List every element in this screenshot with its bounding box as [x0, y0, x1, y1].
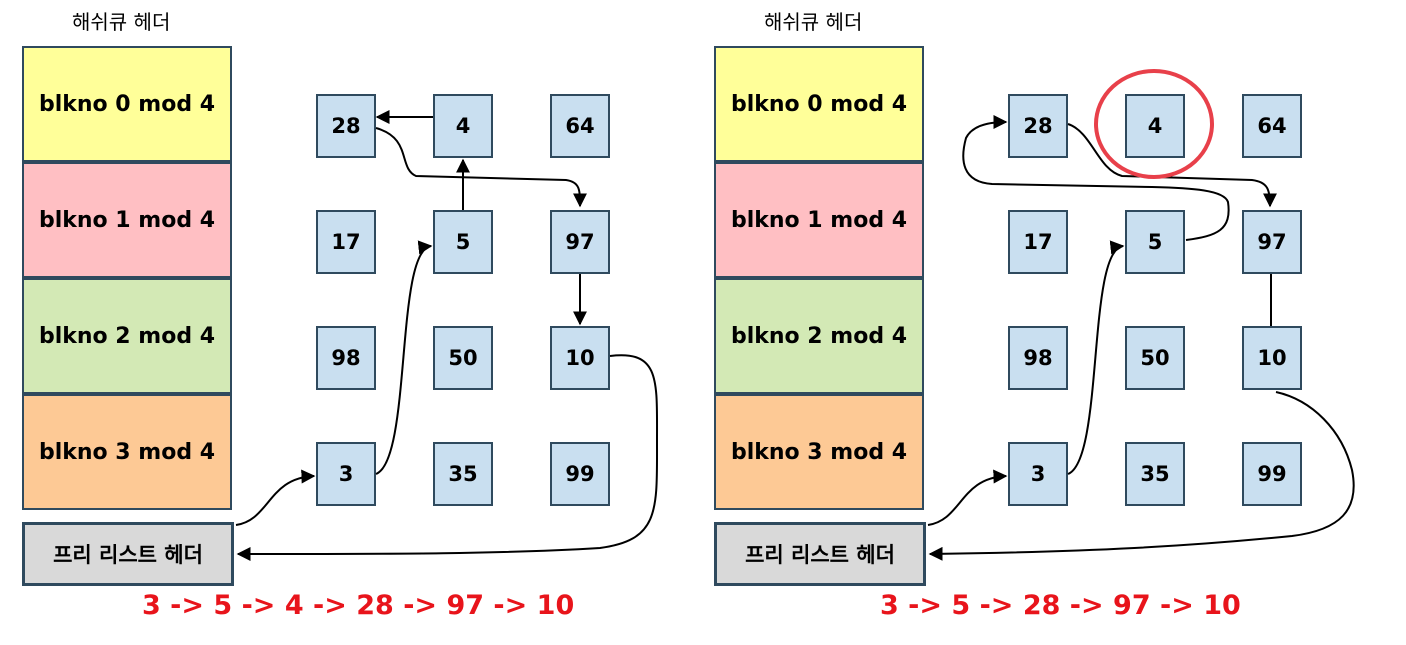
- free-list-diagram-before: 해쉬큐 헤더 blkno 0 mod 4 blkno 1 mod 4 blkno…: [22, 10, 659, 621]
- hash-bucket-0: blkno 0 mod 4: [714, 46, 924, 162]
- block-98: 98: [1008, 326, 1068, 390]
- free-list-sequence: 3 -> 5 -> 28 -> 97 -> 10: [880, 590, 1241, 621]
- block-4: 4: [433, 94, 493, 158]
- block-4: 4: [1125, 94, 1185, 158]
- block-50: 50: [1125, 326, 1185, 390]
- hash-queue-header-label: 해쉬큐 헤더: [764, 10, 863, 34]
- hash-bucket-1: blkno 1 mod 4: [22, 162, 232, 278]
- block-10: 10: [1242, 326, 1302, 390]
- hash-bucket-0: blkno 0 mod 4: [22, 46, 232, 162]
- link-5-to-28: [962, 115, 1230, 241]
- link-free-header-to-3: [927, 469, 1008, 526]
- block-28: 28: [316, 94, 376, 158]
- hash-bucket-1: blkno 1 mod 4: [714, 162, 924, 278]
- block-35: 35: [1125, 442, 1185, 506]
- hash-bucket-3: blkno 3 mod 4: [714, 394, 924, 510]
- block-3: 3: [1008, 442, 1068, 506]
- block-5: 5: [433, 210, 493, 274]
- free-list-diagram-after: 해쉬큐 헤더 blkno 0 mod 4 blkno 1 mod 4 blkno…: [692, 0, 1395, 645]
- link-3-to-5: [375, 240, 433, 475]
- block-64: 64: [1242, 94, 1302, 158]
- block-10: 10: [550, 326, 610, 390]
- block-28: 28: [1008, 94, 1068, 158]
- block-97: 97: [1242, 210, 1302, 274]
- hash-bucket-2: blkno 2 mod 4: [714, 278, 924, 394]
- block-99: 99: [1242, 442, 1302, 506]
- hash-bucket-3: blkno 3 mod 4: [22, 394, 232, 510]
- block-5: 5: [1125, 210, 1185, 274]
- hash-bucket-2: blkno 2 mod 4: [22, 278, 232, 394]
- block-17: 17: [1008, 210, 1068, 274]
- link-3-to-5: [1067, 240, 1125, 475]
- block-50: 50: [433, 326, 493, 390]
- block-64: 64: [550, 94, 610, 158]
- free-list-sequence: 3 -> 5 -> 4 -> 28 -> 97 -> 10: [142, 590, 575, 621]
- block-99: 99: [550, 442, 610, 506]
- block-98: 98: [316, 326, 376, 390]
- block-35: 35: [433, 442, 493, 506]
- block-97: 97: [550, 210, 610, 274]
- free-list-header: 프리 리스트 헤더: [714, 522, 926, 586]
- block-3: 3: [316, 442, 376, 506]
- hash-queue-header-label: 해쉬큐 헤더: [72, 10, 171, 34]
- link-free-header-to-3: [235, 469, 316, 526]
- free-list-header: 프리 리스트 헤더: [22, 522, 234, 586]
- block-17: 17: [316, 210, 376, 274]
